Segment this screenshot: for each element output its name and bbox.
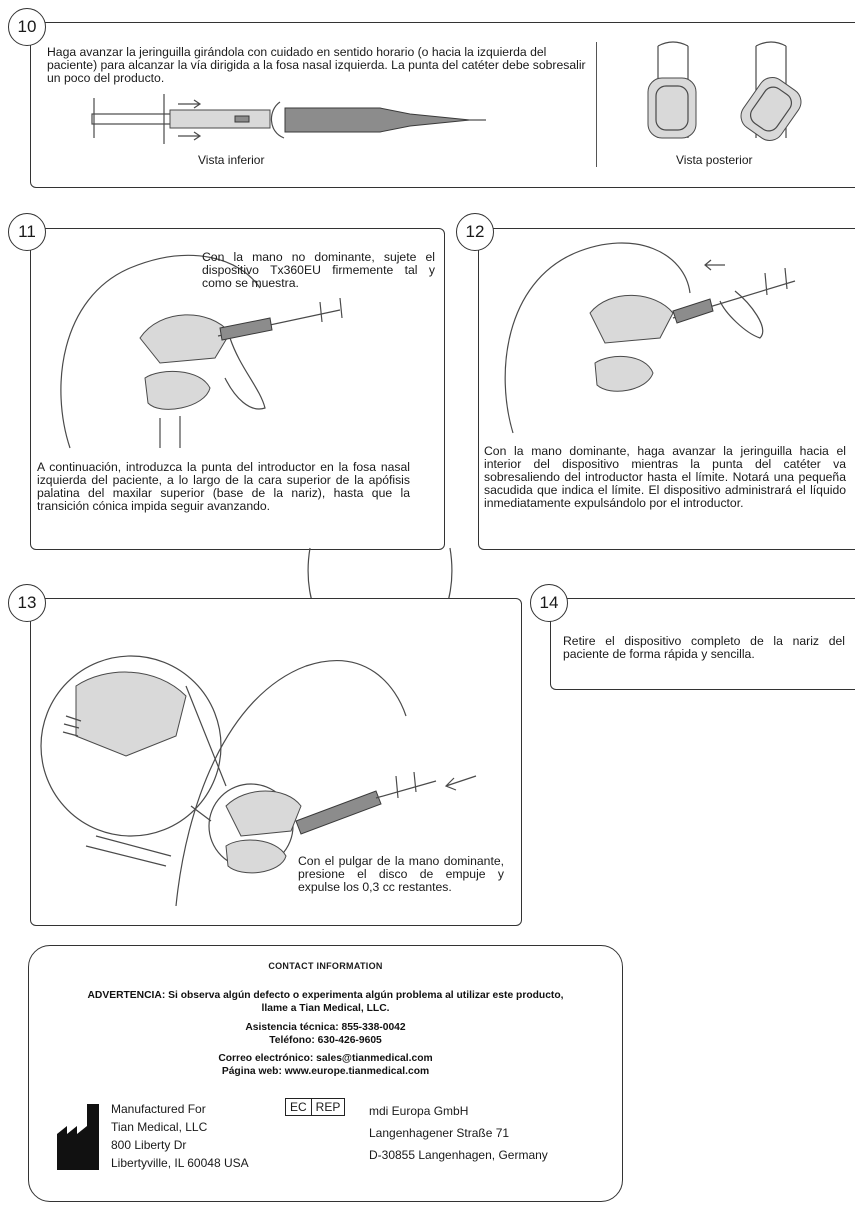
contact-tech-support: Asistencia técnica: 855-338-0042: [29, 1022, 622, 1033]
hand-outline: [720, 291, 763, 338]
manufacturer-factory-icon: [57, 1104, 101, 1170]
ec-rep-symbol: EC REP: [285, 1098, 345, 1116]
oral-cavity: [226, 840, 286, 873]
manufacturer-line4: Libertyville, IL 60048 USA: [111, 1154, 249, 1172]
step-10-instruction: Haga avanzar la jeringuilla girándola co…: [47, 46, 589, 85]
step-11-instruction-top: Con la mano no dominante, sujete el disp…: [202, 251, 435, 290]
rep-label: REP: [311, 1099, 345, 1115]
ec-rep-line2: Langenhagener Straße 71: [369, 1122, 548, 1144]
ec-rep-block: mdi Europa GmbH Langenhagener Straße 71 …: [369, 1100, 548, 1166]
syringe-flanges: [396, 772, 416, 798]
contact-warning-line2: llame a Tian Medical, LLC.: [29, 1003, 622, 1014]
rotation-arrow: [271, 102, 284, 138]
contact-website: Página web: www.europe.tianmedical.com: [29, 1066, 622, 1077]
rear-left-body: [648, 78, 696, 138]
detail-nasal-cavity: [76, 672, 186, 756]
step-10-divider: [596, 42, 597, 167]
syringe-line: [376, 781, 436, 798]
nasal-cavity: [226, 791, 301, 836]
step-12-illustration: [495, 233, 855, 433]
push-arrow: [446, 776, 476, 790]
manufacturer-line2: Tian Medical, LLC: [111, 1118, 249, 1136]
device-body: [285, 108, 470, 132]
hand-outline: [225, 338, 265, 409]
manufacturer-line3: 800 Liberty Dr: [111, 1136, 249, 1154]
syringe-flanges: [765, 268, 787, 295]
ec-rep-line1: mdi Europa GmbH: [369, 1100, 548, 1122]
ec-label: EC: [286, 1099, 311, 1115]
step-10-number: 10: [8, 8, 46, 46]
rear-right-body: [736, 72, 807, 146]
step-13-number: 13: [8, 584, 46, 622]
push-arrow: [705, 260, 725, 270]
contact-phone: Teléfono: 630-426-9605: [29, 1035, 622, 1046]
step-11-instruction-bottom: A continuación, introduzca la punta del …: [37, 461, 410, 513]
arrow-right-top: [178, 100, 200, 108]
nasal-cavity: [590, 295, 673, 343]
syringe-bottom-view-illustration: [80, 92, 500, 152]
step-14-instruction: Retire el dispositivo completo de la nar…: [563, 635, 845, 661]
step-11-number: 11: [8, 213, 46, 251]
detail-catheter: [86, 836, 171, 866]
device-rear-view-illustration: [628, 38, 818, 153]
plunger-tip: [235, 116, 249, 122]
arrow-right-bottom: [178, 132, 200, 140]
step-13-instruction: Con el pulgar de la mano dominante, pres…: [298, 855, 504, 894]
caption-rear-view: Vista posterior: [676, 153, 752, 167]
neck-outline: [160, 416, 180, 448]
device-in-nose: [220, 318, 272, 340]
oral-cavity: [595, 356, 653, 391]
caption-bottom-view: Vista inferior: [198, 153, 264, 167]
zoom-connector: [186, 686, 226, 821]
contact-panel: CONTACT INFORMATION ADVERTENCIA: Si obse…: [28, 945, 623, 1202]
manufacturer-block: Manufactured For Tian Medical, LLC 800 L…: [111, 1100, 249, 1172]
device-in-nose: [296, 791, 381, 834]
contact-email: Correo electrónico: sales@tianmedical.co…: [29, 1053, 622, 1064]
oral-cavity: [145, 371, 210, 409]
step-10-header-line: [46, 22, 855, 23]
step-12-number: 12: [456, 213, 494, 251]
device-in-nose: [673, 299, 713, 323]
nasal-cavity: [140, 315, 230, 363]
step-12-instruction: Con la mano dominante, haga avanzar la j…: [484, 445, 846, 510]
manufacturer-line1: Manufactured For: [111, 1100, 249, 1118]
step-14-number: 14: [530, 584, 568, 622]
head-outline: [505, 243, 690, 433]
syringe-body: [170, 110, 270, 128]
contact-warning-line1: ADVERTENCIA: Si observa algún defecto o …: [29, 990, 622, 1001]
ec-rep-line3: D-30855 Langenhagen, Germany: [369, 1144, 548, 1166]
contact-title: CONTACT INFORMATION: [29, 961, 622, 971]
